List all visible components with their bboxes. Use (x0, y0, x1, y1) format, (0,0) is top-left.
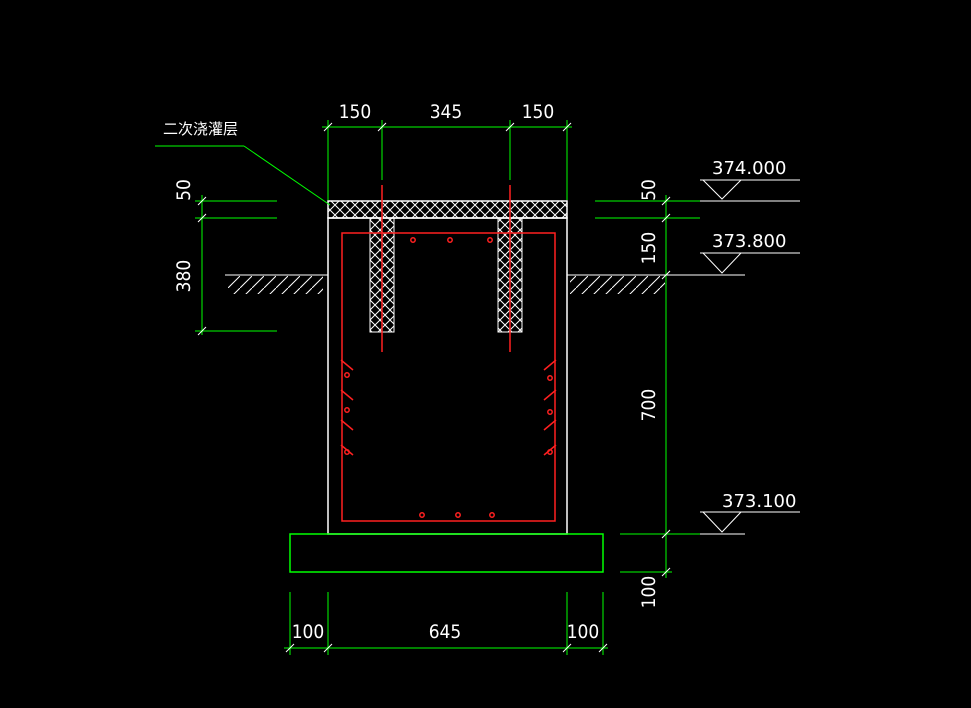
dim-left-top: 50 (173, 179, 195, 201)
bottom-dimension-chain (284, 592, 608, 655)
secondary-grouting-label: 二次浇灌层 (163, 120, 238, 138)
dim-right-second: 150 (638, 232, 660, 265)
dim-bottom-left: 100 (292, 621, 325, 643)
right-dimension-chain (595, 195, 700, 578)
dim-bottom-middle: 645 (429, 621, 462, 643)
elevation-marker-ground (668, 252, 800, 276)
footing-pad (289, 533, 604, 573)
dim-right-middle: 700 (638, 389, 660, 422)
grouting-leader-line (155, 145, 331, 206)
left-dimension-chain (195, 195, 277, 336)
dim-right-bottom: 100 (638, 576, 660, 609)
ground-right (567, 274, 668, 294)
dim-right-top: 50 (638, 179, 660, 201)
dim-top-middle: 345 (430, 101, 463, 123)
elevation-top-value: 374.000 (712, 158, 786, 179)
rebar-cage (340, 185, 557, 522)
dim-left-bottom: 380 (173, 260, 195, 293)
elevation-ground-value: 373.800 (712, 231, 786, 252)
dim-top-right: 150 (522, 101, 555, 123)
elevation-bottom-value: 373.100 (722, 491, 796, 512)
dim-top-left: 150 (339, 101, 372, 123)
elevation-marker-bottom (700, 511, 800, 535)
secondary-grouting-layer (327, 200, 568, 219)
dim-bottom-right: 100 (567, 621, 600, 643)
ground-left (225, 274, 328, 294)
elevation-marker-top (700, 179, 800, 202)
foundation-outline (327, 217, 568, 535)
top-dimension-chain (322, 120, 572, 200)
